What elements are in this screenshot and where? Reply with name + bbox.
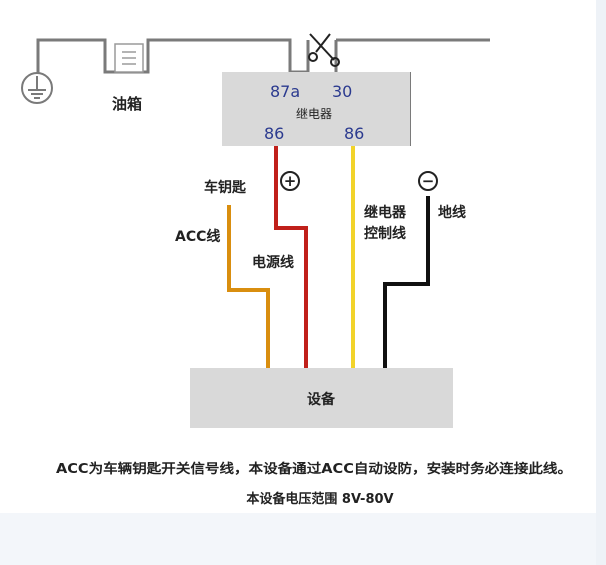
relay-title: 继电器 (296, 107, 332, 121)
relay-control-label-line1: 继电器 (364, 204, 407, 221)
voltage-note: 本设备电压范围 8V-80V (246, 491, 393, 507)
plus-icon: + (280, 171, 300, 191)
device-box (190, 368, 453, 428)
scissors-icon (308, 33, 340, 67)
relay-pin-86-left: 86 (264, 124, 284, 143)
right-band (596, 0, 606, 565)
relay-pin-87a: 87a (270, 82, 300, 101)
acc-wire-label: ACC线 (175, 228, 220, 245)
relay-pin-30: 30 (332, 82, 352, 101)
relay-pin-86-right: 86 (344, 124, 364, 143)
minus-icon: − (418, 171, 438, 191)
power-wire-label: 电源线 (252, 254, 294, 271)
ground-symbol-icon (21, 72, 53, 104)
ground-wire-label: 地线 (438, 204, 466, 221)
relay-control-label-line2: 控制线 (364, 225, 406, 242)
car-key-label: 车钥匙 (204, 179, 247, 196)
acc-note: ACC为车辆钥匙开关信号线，本设备通过ACC自动设防，安装时务必连接此线。 (56, 461, 572, 477)
device-label: 设备 (307, 391, 336, 408)
ground-wire (383, 196, 430, 368)
acc-wire (227, 205, 270, 368)
svg-text:−: − (422, 172, 435, 190)
power-wire (274, 146, 308, 368)
relay-box (222, 72, 410, 146)
bottom-band (0, 513, 606, 565)
fuel-tank-label: 油箱 (112, 95, 142, 113)
svg-text:+: + (284, 172, 297, 190)
fuel-tank-icon (114, 43, 144, 73)
